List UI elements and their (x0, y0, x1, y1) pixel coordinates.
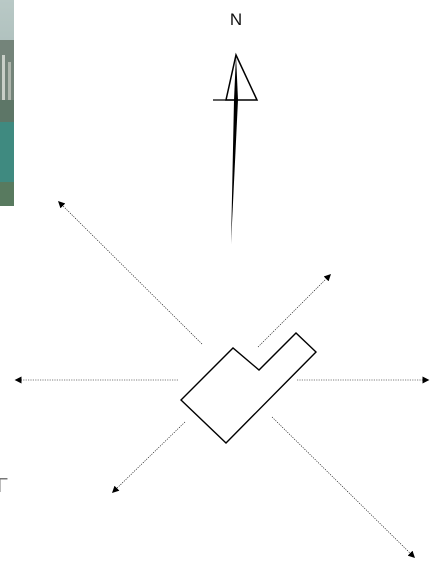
view-arrow-north-east (257, 274, 331, 348)
north-arrow-needle (231, 55, 238, 244)
photo-thumbnail-image (0, 0, 14, 206)
photo-thumbnail (0, 0, 14, 206)
view-arrows (14, 201, 430, 558)
north-arrow-icon (225, 52, 259, 101)
north-label: N (230, 10, 242, 29)
edge-text-fragment: Γ (0, 475, 8, 497)
view-arrow-south-west (111, 421, 186, 493)
building-footprint (179, 332, 317, 444)
north-arrow: N (213, 10, 259, 244)
view-arrow-north-west (58, 201, 203, 345)
view-arrow-south-east (271, 416, 415, 558)
